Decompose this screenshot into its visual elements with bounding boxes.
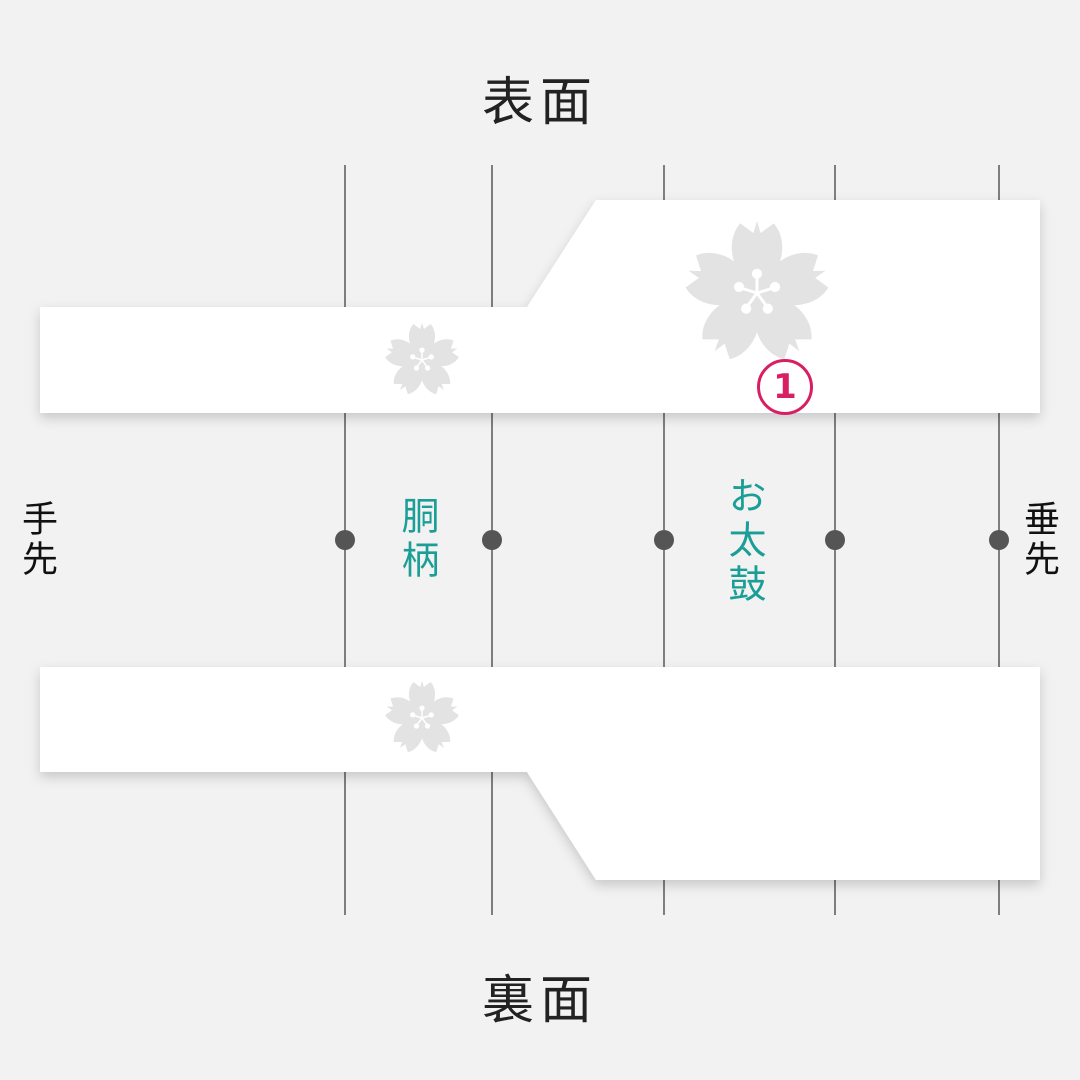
guide-node bbox=[482, 530, 502, 550]
guide-node bbox=[989, 530, 1009, 550]
guide-node bbox=[654, 530, 674, 550]
tesaki-label: 手先 bbox=[16, 500, 57, 580]
marker-number-1: 1 bbox=[757, 359, 813, 415]
guide-node bbox=[825, 530, 845, 550]
otaiko-label: お太鼓 bbox=[722, 476, 766, 608]
front-heading: 表面 bbox=[481, 73, 598, 133]
guide-node bbox=[335, 530, 355, 550]
body-pattern-label: 胴柄 bbox=[395, 496, 439, 584]
obi-front-strip bbox=[40, 200, 1040, 413]
taresaki-label: 垂先 bbox=[1018, 500, 1059, 580]
guide-nodes bbox=[335, 530, 1009, 550]
obi-back-strip bbox=[40, 667, 1040, 880]
back-heading: 裏面 bbox=[481, 971, 598, 1031]
